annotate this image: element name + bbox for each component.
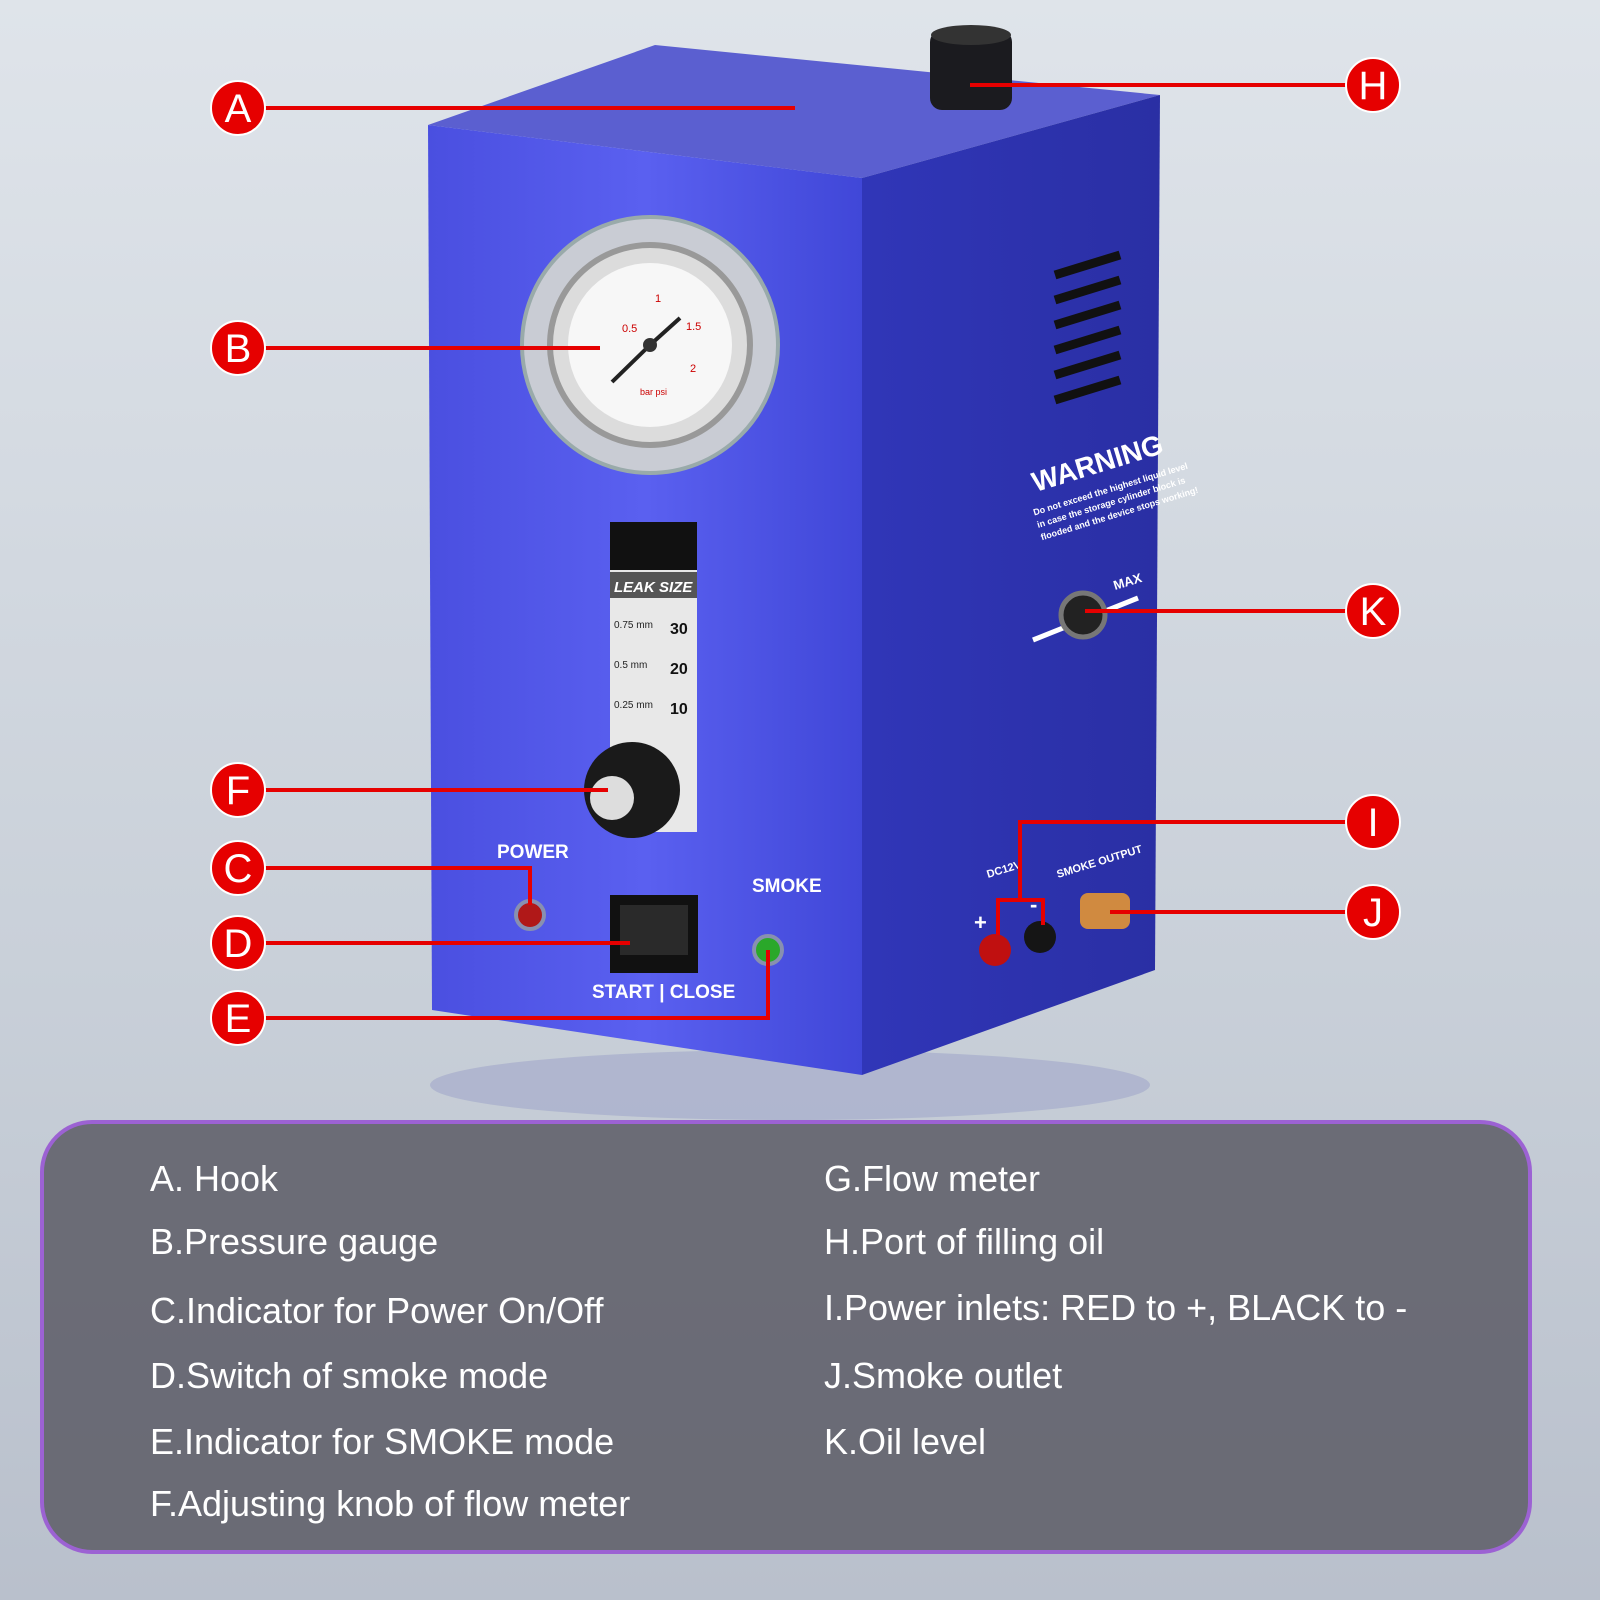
oil-filling-port-cap[interactable] — [930, 25, 1012, 110]
callout-b-letter: B — [225, 327, 252, 371]
legend-item: J.Smoke outlet — [824, 1355, 1063, 1396]
callout-e-badge — [210, 990, 266, 1046]
gauge-units: bar psi — [640, 387, 667, 397]
callout-i-letter: I — [1367, 801, 1378, 845]
vent-slots — [1053, 250, 1122, 405]
callout-lines — [238, 83, 1373, 1020]
gauge-tick: 1 — [655, 293, 661, 305]
flowmeter-size: 0.5 mm — [614, 660, 647, 671]
callout-d-badge — [210, 915, 266, 971]
legend-item: K.Oil level — [824, 1421, 987, 1462]
flowmeter-value: 30 — [670, 621, 688, 638]
power-indicator-light — [514, 899, 546, 931]
callout-k-badge — [1345, 583, 1401, 639]
callout-c-letter: C — [224, 847, 253, 891]
legend-item: E.Indicator for SMOKE mode — [150, 1421, 615, 1462]
red-power-inlet[interactable] — [979, 934, 1011, 966]
switch-rocker — [620, 905, 688, 955]
callout-k-letter: K — [1360, 590, 1387, 634]
legend-item: F.Adjusting knob of flow meter — [150, 1483, 631, 1524]
flowmeter-size: 0.25 mm — [614, 700, 653, 711]
smoke-outlet[interactable] — [1080, 893, 1130, 929]
callout-c-badge — [210, 840, 266, 896]
black-power-inlet[interactable] — [1024, 921, 1056, 953]
flowmeter-size: 0.75 mm — [614, 620, 653, 631]
gauge-tick: 2 — [690, 363, 696, 375]
legend-item: G.Flow meter — [824, 1158, 1041, 1199]
gauge-tick: 1.5 — [686, 321, 701, 333]
callout-j-badge — [1345, 884, 1401, 940]
callout-j-letter: J — [1363, 891, 1383, 935]
flowmeter-value: 20 — [670, 661, 688, 678]
callout-h-badge — [1345, 57, 1401, 113]
legend-item: A. Hook — [150, 1158, 279, 1199]
legend-item: C.Indicator for Power On/Off — [150, 1290, 604, 1331]
legend-panel: A. Hook B.Pressure gauge C.Indicator for… — [40, 1120, 1532, 1554]
legend-item: B.Pressure gauge — [150, 1221, 439, 1262]
callout-h-letter: H — [1359, 64, 1388, 108]
switch-label: START | CLOSE — [592, 982, 735, 1003]
callout-f-letter: F — [226, 769, 250, 813]
legend-item: I.Power inlets: RED to +, BLACK to - — [824, 1287, 1408, 1328]
legend-item: H.Port of filling oil — [824, 1221, 1105, 1262]
gauge-tick: 0.5 — [622, 323, 637, 335]
flowmeter-value: 10 — [670, 701, 688, 718]
pressure-gauge: 0.5 1 1.5 2 bar psi — [520, 215, 780, 475]
legend-item: D.Switch of smoke mode — [150, 1355, 549, 1396]
plus-label: + — [974, 910, 987, 935]
callout-f-badge — [210, 762, 266, 818]
flowmeter-title: LEAK SIZE — [614, 579, 693, 596]
flow-adjust-knob-face — [590, 776, 634, 820]
minus-label: - — [1030, 892, 1037, 917]
oil-level-window — [1058, 590, 1108, 640]
callout-e-letter: E — [225, 997, 252, 1041]
callout-a-badge — [210, 80, 266, 136]
callout-a-letter: A — [225, 87, 252, 131]
callout-d-letter: D — [224, 922, 253, 966]
callout-i-badge — [1345, 794, 1401, 850]
shadow — [430, 1050, 1150, 1120]
callout-b-badge — [210, 320, 266, 376]
callout-badges: A B CDE F H I J K — [210, 57, 1401, 1046]
smoke-label: SMOKE — [752, 876, 822, 897]
power-label: POWER — [497, 842, 569, 863]
